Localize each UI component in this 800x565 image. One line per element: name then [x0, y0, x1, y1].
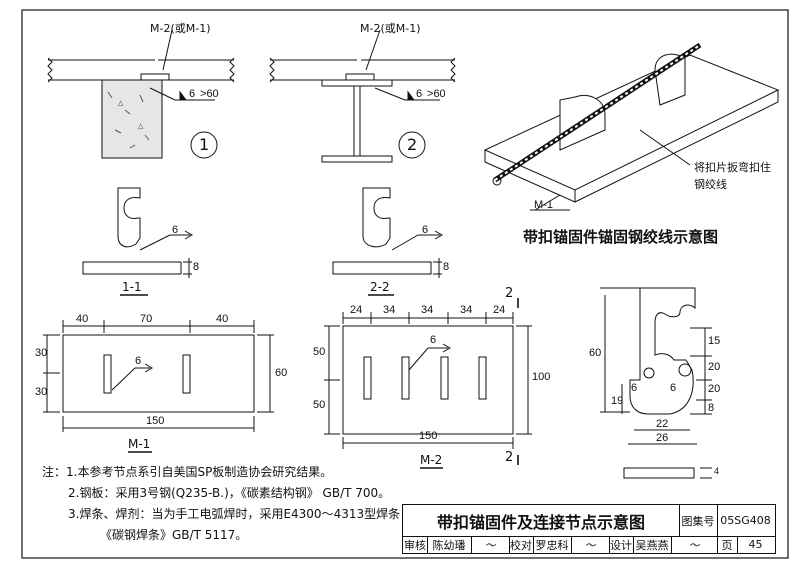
m2-top-dim-1: 24 — [350, 304, 363, 316]
detail-1-number: 1 — [199, 135, 210, 154]
m2-cut-mark-bottom: 2 — [505, 450, 514, 465]
m1-left-dim-2: 30 — [35, 386, 48, 398]
m2-top-dim-5: 24 — [493, 304, 506, 316]
note-3: 3.焊条、焊剂：当为手工电弧焊时，采用E4300～4313型焊条 — [68, 507, 401, 521]
section-1-1-drawing — [82, 187, 194, 296]
weld-length-right: >60 — [427, 88, 446, 100]
clip-dim-15: 15 — [708, 335, 721, 347]
section-2-2-label: 2-2 — [370, 280, 390, 294]
m1-name: M-1 — [128, 437, 151, 451]
m2-top-dim-4: 34 — [460, 304, 473, 316]
weld-length-left-value: 60 — [206, 88, 219, 100]
iso-m1-label: M-1 — [534, 199, 553, 211]
clip-inner-6b: 6 — [670, 382, 677, 394]
m2-right-dim: 100 — [532, 371, 551, 383]
check-label: 校对 — [509, 536, 534, 553]
m2-left-dim-1: 50 — [313, 346, 326, 358]
weld-size-left: 6 — [189, 88, 196, 100]
clip-inner-6a: 6 — [631, 382, 638, 394]
clip-dim-8: 8 — [708, 402, 715, 414]
weld-size-right: 6 — [416, 88, 423, 100]
section-2-2-drawing — [332, 187, 444, 296]
m2-or-m1-label-right: M-2(或M-1) — [360, 22, 421, 35]
weld-length-right-value: 60 — [433, 88, 446, 100]
section-1-1-label: 1-1 — [122, 280, 142, 294]
m1-top-dim-2: 70 — [140, 313, 153, 325]
iso-title: 带扣锚固件锚固钢绞线示意图 — [523, 228, 719, 246]
m1-left-dim-1: 30 — [35, 347, 48, 359]
clip-dim-26: 26 — [656, 432, 669, 444]
page-number: 45 — [748, 538, 763, 551]
iso-note-line1: 将扣片扳弯扣住 — [694, 161, 771, 174]
section-2-2-weld: 6 — [422, 224, 429, 236]
clip-dim-20b: 20 — [708, 383, 721, 395]
svg-text:△: △ — [118, 99, 124, 107]
m1-right-dim: 60 — [275, 367, 288, 379]
m2-left-dim-2: 50 — [313, 399, 326, 411]
m1-top-dim-1: 40 — [76, 313, 89, 325]
clip-dim-60: 60 — [589, 347, 602, 359]
sheet-border — [21, 9, 789, 559]
drawing-title: 带扣锚固件及连接节点示意图 — [403, 505, 680, 536]
detail-2-number: 2 — [407, 135, 418, 154]
iso-anchor-drawing — [483, 42, 780, 211]
m1-bottom-dim: 150 — [146, 415, 165, 427]
design-label: 设计 — [609, 536, 634, 553]
svg-text:△: △ — [138, 122, 144, 130]
atlas-label: 图集号 — [679, 505, 718, 536]
detail-2-drawing — [269, 29, 456, 163]
section-1-1-thickness: 8 — [193, 261, 200, 273]
reviewer-name: 陈幼璠 — [427, 536, 472, 553]
m1-weld: 6 — [135, 355, 142, 367]
note-4: 《碳钢焊条》GB/T 5117。 — [100, 528, 248, 542]
m2-plate-drawing — [324, 298, 532, 469]
m2-top-dim-2: 34 — [383, 304, 396, 316]
checker-signature: ～ — [571, 536, 610, 553]
m2-top-dim-3: 34 — [421, 304, 434, 316]
clip-dim-22: 22 — [656, 418, 669, 430]
clip-detail-drawing — [600, 287, 712, 479]
iso-note-line2: 钢绞线 — [694, 178, 727, 191]
m2-or-m1-label-left: M-2(或M-1) — [150, 22, 211, 35]
weld-length-left: >60 — [200, 88, 219, 100]
m2-bottom-dim: 150 — [419, 430, 438, 442]
m1-top-dim-3: 40 — [216, 313, 229, 325]
m1-plate-drawing — [43, 320, 274, 453]
page-label: 页 — [717, 536, 738, 553]
notes-block: 注：1.本参考节点系引自美国SP板制造协会研究结果。 2.钢板：采用3号钢(Q2… — [42, 462, 400, 546]
clip-dim-20a: 20 — [708, 361, 721, 373]
title-block: 带扣锚固件及连接节点示意图 图集号 05SG408 审核 陈幼璠 ～ 校对 罗忠… — [402, 504, 776, 554]
note-1: 注：1.本参考节点系引自美国SP板制造协会研究结果。 — [42, 465, 333, 479]
title-row: 带扣锚固件及连接节点示意图 图集号 05SG408 — [403, 505, 775, 537]
designer-name: 吴燕燕 — [633, 536, 672, 553]
note-2: 2.钢板：采用3号钢(Q235-B.)，《碳素结构钢》 GB/T 700。 — [68, 486, 391, 500]
designer-signature: ～ — [671, 536, 718, 553]
m2-weld: 6 — [430, 334, 437, 346]
signature-row: 审核 陈幼璠 ～ 校对 罗忠科 ～ 设计 吴燕燕 ～ 页 45 — [403, 536, 775, 553]
review-label: 审核 — [403, 536, 428, 553]
checker-name: 罗忠科 — [533, 536, 572, 553]
section-2-2-thickness: 8 — [443, 261, 450, 273]
clip-dim-19: 19 — [611, 395, 624, 407]
detail-1-drawing: △ △ — [47, 29, 235, 159]
clip-dim-4: 4 — [714, 466, 720, 476]
m2-cut-mark-top: 2 — [505, 286, 514, 301]
section-1-1-weld: 6 — [172, 224, 179, 236]
reviewer-signature: ～ — [471, 536, 510, 553]
m2-name: M-2 — [420, 453, 443, 467]
atlas-number: 05SG408 — [720, 514, 771, 527]
